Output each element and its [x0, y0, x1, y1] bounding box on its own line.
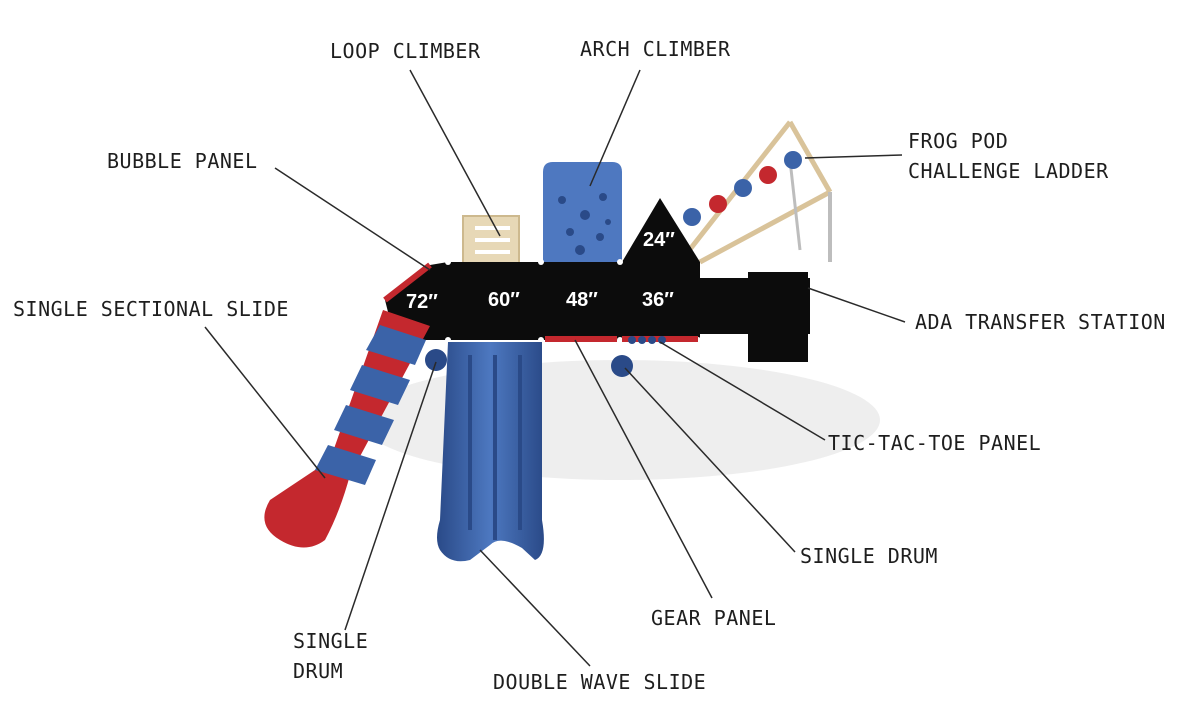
leader-gear-panel: [574, 339, 713, 599]
deck-label-36: 36″: [642, 289, 674, 311]
gear-panel-shape: [545, 336, 617, 342]
label-single-drum-left-line2: DRUM: [293, 659, 344, 683]
label-single-sectional-slide: SINGLE SECTIONAL SLIDE: [13, 297, 289, 321]
leader-arch-climber: [589, 69, 641, 187]
label-single-drum-right: SINGLE DRUM: [800, 544, 938, 568]
leader-frog-pod: [804, 154, 903, 159]
double-wave-slide: [437, 342, 544, 562]
frog-pod-ladder: [678, 120, 833, 265]
deck-label-60: 60″: [488, 289, 520, 311]
deck-label-72: 72″: [406, 291, 438, 313]
leader-single-sectional-slide: [204, 326, 326, 479]
leader-single-drum-right: [624, 367, 796, 553]
label-frog-pod-line2: CHALLENGE LADDER: [908, 159, 1109, 183]
label-arch-climber: ARCH CLIMBER: [580, 37, 731, 61]
leader-loop-climber: [409, 69, 501, 237]
bubble-panel: [383, 262, 432, 303]
label-bubble-panel: BUBBLE PANEL: [107, 149, 258, 173]
label-frog-pod-line1: FROG POD: [908, 129, 1009, 153]
label-tic-tac-toe-panel: TIC-TAC-TOE PANEL: [828, 431, 1042, 455]
label-ada-transfer-station: ADA TRANSFER STATION: [915, 310, 1166, 334]
ground-shadow: [360, 360, 880, 480]
single-drum-left: [425, 349, 447, 371]
leader-double-wave-slide: [479, 549, 591, 667]
arch-climber-holds: [558, 193, 611, 255]
single-sectional-slide: [264, 310, 430, 548]
label-gear-panel: GEAR PANEL: [651, 606, 777, 630]
label-single-drum-left-line1: SINGLE: [293, 629, 369, 653]
leader-tic-tac-toe: [659, 341, 826, 441]
ada-transfer-station: [748, 272, 808, 362]
leader-lines: [204, 69, 906, 667]
main-deck: [448, 262, 700, 340]
deck-label-24: 24″: [643, 229, 675, 251]
deck-24: [622, 198, 700, 262]
deck-label-48: 48″: [566, 289, 598, 311]
label-loop-climber: LOOP CLIMBER: [330, 39, 481, 63]
leader-single-drum-left: [344, 361, 437, 631]
leader-bubble-panel: [274, 167, 431, 271]
loop-climber: [462, 215, 520, 265]
leader-ada-transfer: [807, 287, 906, 323]
label-double-wave-slide: DOUBLE WAVE SLIDE: [493, 670, 707, 694]
